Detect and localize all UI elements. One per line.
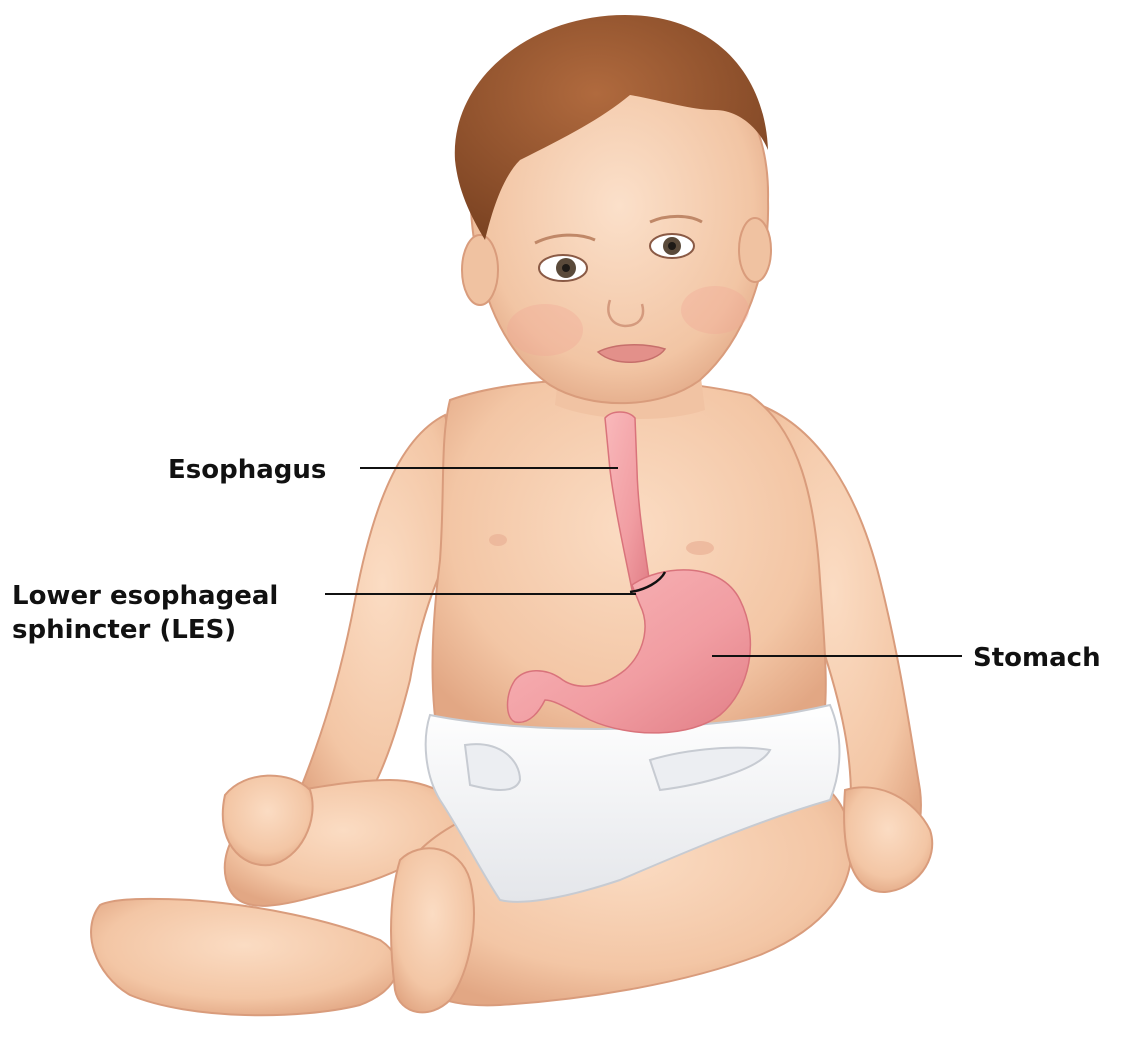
label-les-line1: Lower esophageal xyxy=(12,581,278,611)
label-les-line2: sphincter (LES) xyxy=(12,615,236,645)
right-pupil xyxy=(668,242,676,250)
label-stomach: Stomach xyxy=(973,643,1101,673)
left-pupil xyxy=(562,264,570,272)
left-foot xyxy=(91,899,397,1015)
infant-illustration xyxy=(91,15,932,1015)
right-ear xyxy=(739,218,771,282)
right-nipple xyxy=(686,541,714,555)
left-nipple xyxy=(489,534,507,546)
label-esophagus: Esophagus xyxy=(168,455,326,485)
left-ear xyxy=(462,235,498,305)
left-cheek xyxy=(507,304,583,356)
right-cheek xyxy=(681,286,749,334)
